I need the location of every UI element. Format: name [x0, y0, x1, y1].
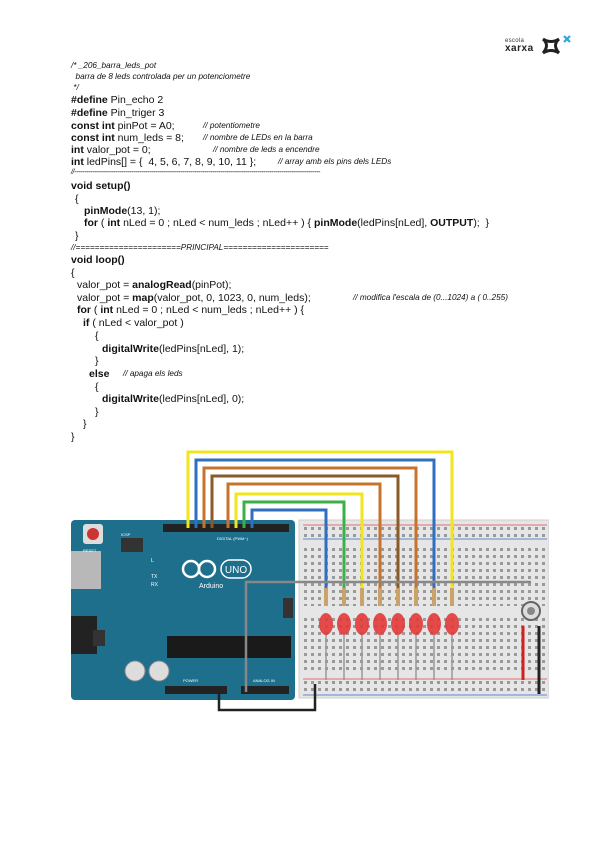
define-line: #define Pin_echo 2 [71, 94, 164, 106]
logo-small-text: escola [505, 38, 525, 44]
wire-pin8 [226, 482, 382, 598]
wire-pin9 [234, 492, 364, 598]
regulator [93, 630, 105, 646]
l-label: L [151, 558, 154, 564]
power-header [165, 686, 227, 694]
potentiometer [521, 601, 541, 621]
wire-pin7 [210, 474, 400, 598]
digitalwrite-off-line: digitalWrite(ledPins[nLed], 0); [102, 393, 245, 405]
arduino-board [71, 520, 295, 700]
decl-comment: // nombre de leds a encendre [213, 145, 320, 154]
brace: } [75, 230, 79, 242]
reset-button [87, 528, 99, 540]
uno-label: UNO [225, 565, 247, 576]
setup-for-line: for ( int nLed = 0 ; nLed < num_leds ; n… [84, 217, 490, 229]
resistor [378, 588, 382, 606]
if-line: if ( nLed < valor_pot ) [83, 317, 184, 329]
tx-label: TX [151, 574, 158, 580]
analog-header [241, 686, 289, 694]
digital-label: DIGITAL (PWM~) [217, 536, 249, 541]
header-comment-2: barra de 8 leds controlada per un potenc… [71, 72, 251, 81]
icsp-header [121, 538, 143, 552]
decl-line: int ledPins[] = { 4, 5, 6, 7, 8, 9, 10, … [71, 156, 257, 168]
breadboard-rail-top [303, 524, 547, 538]
header-comment-3: */ [71, 83, 79, 92]
escola-xarxa-logo: escola xarxa [505, 34, 575, 60]
wire-pin6 [202, 466, 418, 598]
brace: } [95, 406, 99, 418]
icsp-label: ICSP [121, 532, 131, 537]
brace: } [83, 418, 87, 430]
wire-pin5 [194, 458, 436, 598]
power-label: POWER [183, 678, 198, 683]
breadboard-area-top [303, 546, 547, 606]
led [373, 613, 387, 635]
define-line: #define Pin_triger 3 [71, 107, 165, 119]
rx-label: RX [151, 582, 159, 588]
usb-port [71, 551, 101, 589]
led [355, 613, 369, 635]
brace: { [75, 193, 79, 205]
wire-pin10 [242, 500, 346, 598]
resistor [450, 588, 454, 606]
wire-gnd [217, 684, 317, 712]
logo-big-text: xarxa [505, 43, 534, 54]
decl-comment: // array amb els pins dels LEDs [278, 157, 392, 166]
brace: { [71, 267, 75, 279]
wire-analog [244, 580, 531, 692]
circuit-svg: UNO Arduino RESET ICSP TX RX L DIGITAL (… [71, 450, 550, 712]
resistor [342, 588, 346, 606]
led [427, 613, 441, 635]
circuit-diagram: UNO Arduino RESET ICSP TX RX L DIGITAL (… [71, 448, 550, 713]
led [445, 613, 459, 635]
else-comment: // apaga els leds [123, 369, 183, 378]
resistor [414, 588, 418, 606]
brace: { [95, 381, 99, 393]
setup-signature: void setup() [71, 180, 131, 192]
led [409, 613, 423, 635]
logo-x-icon [541, 35, 571, 55]
arduino-brand: Arduino [199, 583, 223, 590]
analogread-line: valor_pot = analogRead(pinPot); [77, 279, 232, 291]
map-comment: // modifica l'escala de (0...1024) a ( 0… [353, 293, 508, 302]
brace: { [95, 330, 99, 342]
power-jack [71, 616, 97, 654]
decl-line: const int num_leds = 8; [71, 132, 184, 144]
digital-header [163, 524, 289, 532]
wire-pin4 [186, 450, 454, 598]
capacitor-1 [124, 660, 146, 682]
resistor [324, 588, 328, 606]
led [337, 613, 351, 635]
decl-line: const int pinPot = A0; [71, 120, 175, 132]
separator-principal: //======================PRINCIPAL=======… [71, 243, 329, 252]
map-line: valor_pot = map(valor_pot, 0, 1023, 0, n… [77, 292, 311, 304]
loop-signature: void loop() [71, 254, 125, 266]
resistor [396, 588, 400, 606]
resistor [360, 588, 364, 606]
icsp-header-2 [283, 598, 293, 618]
else-line: else [89, 368, 110, 380]
decl-line: int valor_pot = 0; [71, 144, 151, 156]
pinmode-line: pinMode(13, 1); [84, 205, 161, 217]
decl-comment: // potentiometre [203, 121, 260, 130]
capacitor-2 [148, 660, 170, 682]
led [391, 613, 405, 635]
led [319, 613, 333, 635]
separator-line: //--------------------------------------… [71, 169, 321, 176]
arduino-logo [181, 559, 252, 579]
led-row [319, 588, 459, 680]
reset-label: RESET [83, 548, 97, 553]
brace: } [95, 355, 99, 367]
header-comment-1: /* _206_barra_leds_pot [71, 61, 157, 70]
loop-for-line: for ( int nLed = 0 ; nLed < num_leds ; n… [77, 304, 305, 316]
decl-comment: // nombre de LEDs en la barra [203, 133, 313, 142]
resistor [432, 588, 436, 606]
analog-label: ANALOG IN [253, 678, 275, 683]
brace: } [71, 431, 75, 443]
microcontroller-chip [167, 636, 291, 658]
wire-pin11 [250, 508, 328, 598]
breadboard-rail-bottom [303, 680, 547, 694]
digitalwrite-on-line: digitalWrite(ledPins[nLed], 1); [102, 343, 245, 355]
